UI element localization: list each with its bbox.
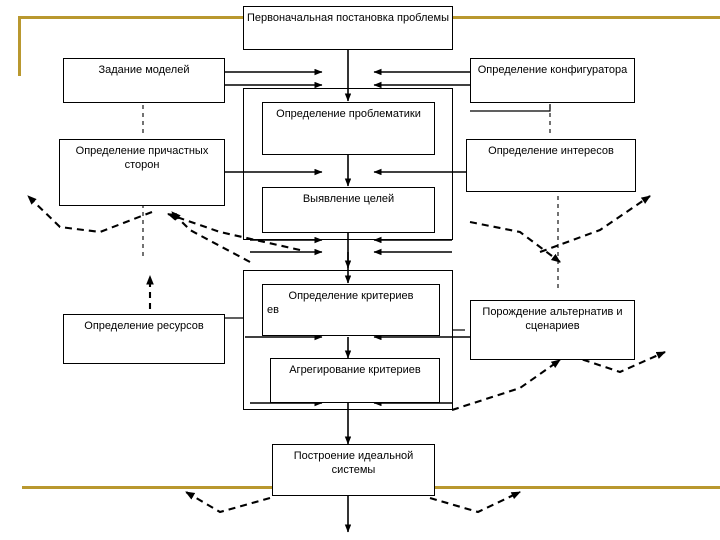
node-label: Порождение альтернатив и сценариев bbox=[482, 306, 623, 332]
node-ideal-system-construction[interactable]: Построение идеальной системы bbox=[272, 444, 435, 496]
node-label: Определение критериев ев bbox=[267, 290, 435, 318]
node-label: Построение идеальной системы bbox=[293, 450, 414, 476]
node-label: Определение конфигуратора bbox=[477, 64, 628, 76]
node-label: Определение интересов bbox=[488, 145, 614, 157]
node-configurator-definition[interactable]: Определение конфигуратора bbox=[470, 58, 635, 103]
node-label: Агрегирование критериев bbox=[289, 364, 421, 376]
left-gold-rule bbox=[18, 16, 21, 76]
node-initial-problem-statement[interactable]: Первоначальная постановка проблемы bbox=[243, 6, 453, 50]
node-label: Задание моделей bbox=[98, 64, 190, 76]
node-label: Первоначальная постановка проблемы bbox=[246, 12, 449, 24]
node-alternatives-generation[interactable]: Порождение альтернатив и сценариев bbox=[470, 300, 635, 360]
node-criteria-aggregation[interactable]: Агрегирование критериев bbox=[270, 358, 440, 403]
node-problem-domain-definition[interactable]: Определение проблематики bbox=[262, 102, 435, 155]
node-label-main: Определение критериев bbox=[288, 290, 414, 302]
node-interests-definition[interactable]: Определение интересов bbox=[466, 139, 636, 192]
node-goal-identification[interactable]: Выявление целей bbox=[262, 187, 435, 233]
node-label: Выявление целей bbox=[302, 193, 395, 205]
node-label: Определение ресурсов bbox=[84, 320, 204, 332]
node-label: Определение причастных сторон bbox=[75, 145, 209, 171]
node-criteria-definition[interactable]: Определение критериев ев bbox=[262, 284, 440, 336]
node-resources-definition[interactable]: Определение ресурсов bbox=[63, 314, 225, 364]
node-model-specification[interactable]: Задание моделей bbox=[63, 58, 225, 103]
node-stakeholder-definition[interactable]: Определение причастных сторон bbox=[59, 139, 225, 206]
node-label-overflow-tail: ев bbox=[267, 303, 279, 316]
node-label: Определение проблематики bbox=[276, 108, 421, 120]
